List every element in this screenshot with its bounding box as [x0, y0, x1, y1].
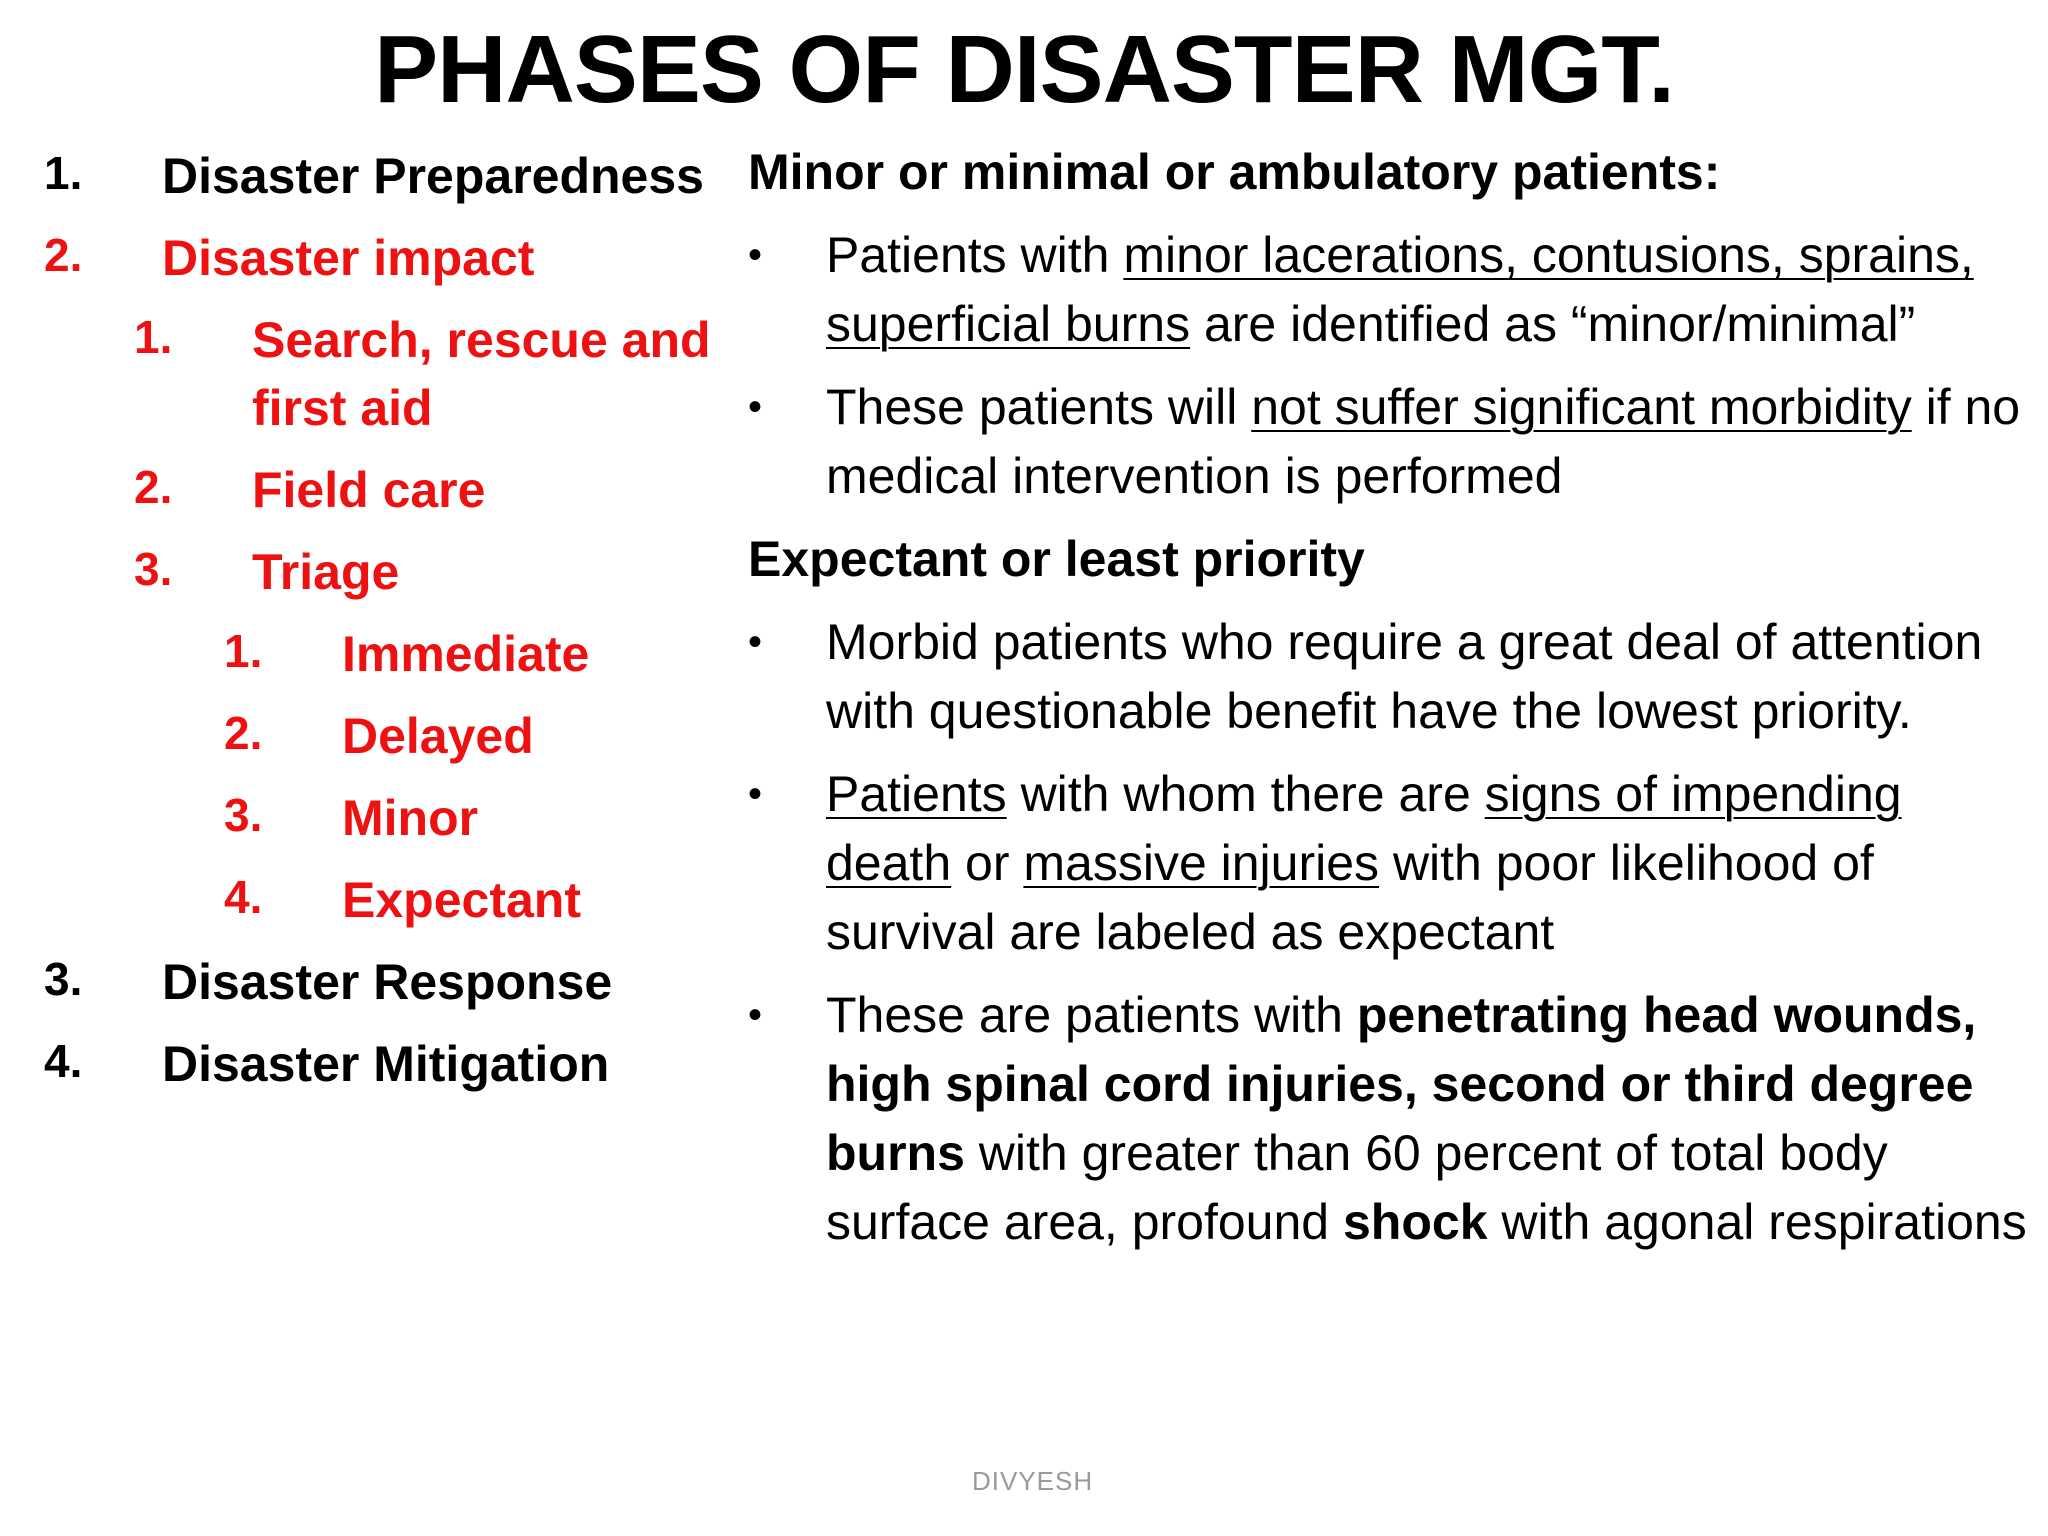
bullet-icon: • [748, 993, 763, 1037]
expectant-bullet-1: • Morbid patients who require a great de… [748, 608, 2038, 746]
expectant-b3-text-b: with greater than 60 percent of total bo… [826, 1125, 1888, 1250]
outline-label: Expectant [342, 872, 581, 928]
outline-number: 1. [224, 625, 263, 677]
expectant-b1-text: Morbid patients who require a great deal… [826, 614, 1983, 739]
outline-label-line1: Search, rescue and [252, 312, 711, 368]
expectant-b2-underlined-3: massive injuries [1023, 835, 1380, 891]
bullet-icon: • [748, 620, 763, 664]
minor-b2-text-a: These patients will [826, 379, 1252, 435]
outline-number: 4. [224, 871, 263, 923]
bullet-icon: • [748, 233, 763, 277]
minor-b1-text-a: Patients with [826, 227, 1124, 283]
outline-number: 1. [134, 311, 173, 363]
outline-label: Delayed [342, 708, 534, 764]
outline-label: Triage [252, 544, 400, 600]
minor-b1-text-b: are identified as “minor/minimal” [1190, 296, 1916, 352]
watermark: DIVYESH [972, 1466, 1094, 1496]
bullet-icon: • [748, 772, 763, 816]
minor-b1-underlined: minor lacerations, contusions, sprains, … [826, 227, 1974, 352]
expectant-b3-text-c: with agonal respirations [1487, 1194, 2027, 1250]
outline-number: 2. [224, 707, 263, 759]
expectant-heading: Expectant or least priority [748, 531, 1365, 587]
outline-label: Minor [342, 790, 479, 846]
outline-number: 2. [44, 229, 83, 281]
slide-title: PHASES OF DISASTER MGT. [374, 16, 1675, 123]
outline-label: Field care [252, 462, 486, 518]
expectant-b3-bold-1: penetrating head wounds, high spinal cor… [826, 987, 1977, 1181]
triage-details: Minor or minimal or ambulatory patients:… [748, 138, 2038, 1257]
outline-label: Immediate [342, 626, 590, 682]
outline-label-line2: first aid [252, 380, 433, 436]
minor-bullet-2: • These patients will not suffer signifi… [748, 373, 2038, 511]
bullet-icon: • [748, 385, 763, 429]
expectant-b2-text-c: with poor likelihood of survival are lab… [826, 835, 1874, 960]
outline-label: Disaster Preparedness [162, 148, 704, 204]
minor-bullet-1: • Patients with minor lacerations, contu… [748, 221, 2038, 359]
expectant-b2-text-b: or [951, 835, 1024, 891]
expectant-b2-text-a: with whom there are [1006, 766, 1485, 822]
outline-number: 2. [134, 461, 173, 513]
outline-label: Disaster impact [162, 230, 535, 286]
expectant-bullet-3: • These are patients with penetrating he… [748, 981, 2038, 1257]
expectant-bullet-2: • Patients with whom there are signs of … [748, 760, 2038, 967]
outline-number: 3. [134, 543, 173, 595]
outline-number: 3. [44, 953, 83, 1005]
outline-label: Disaster Mitigation [162, 1036, 610, 1092]
expectant-b3-text-a: These are patients with [826, 987, 1357, 1043]
minor-heading: Minor or minimal or ambulatory patients: [748, 144, 1721, 200]
minor-b2-underlined: not suffer significant morbidity [1251, 379, 1912, 435]
outline-number: 1. [44, 147, 83, 199]
expectant-b2-underlined-1: Patients [826, 766, 1007, 822]
minor-b2-text-b: if no medical intervention is performed [826, 379, 2021, 504]
expectant-b2-underlined-2: signs of impending death [826, 766, 1902, 891]
outline-number: 3. [224, 789, 263, 841]
outline-number: 4. [44, 1035, 83, 1087]
expectant-b3-bold-2: shock [1343, 1194, 1488, 1250]
outline-label: Disaster Response [162, 954, 613, 1010]
